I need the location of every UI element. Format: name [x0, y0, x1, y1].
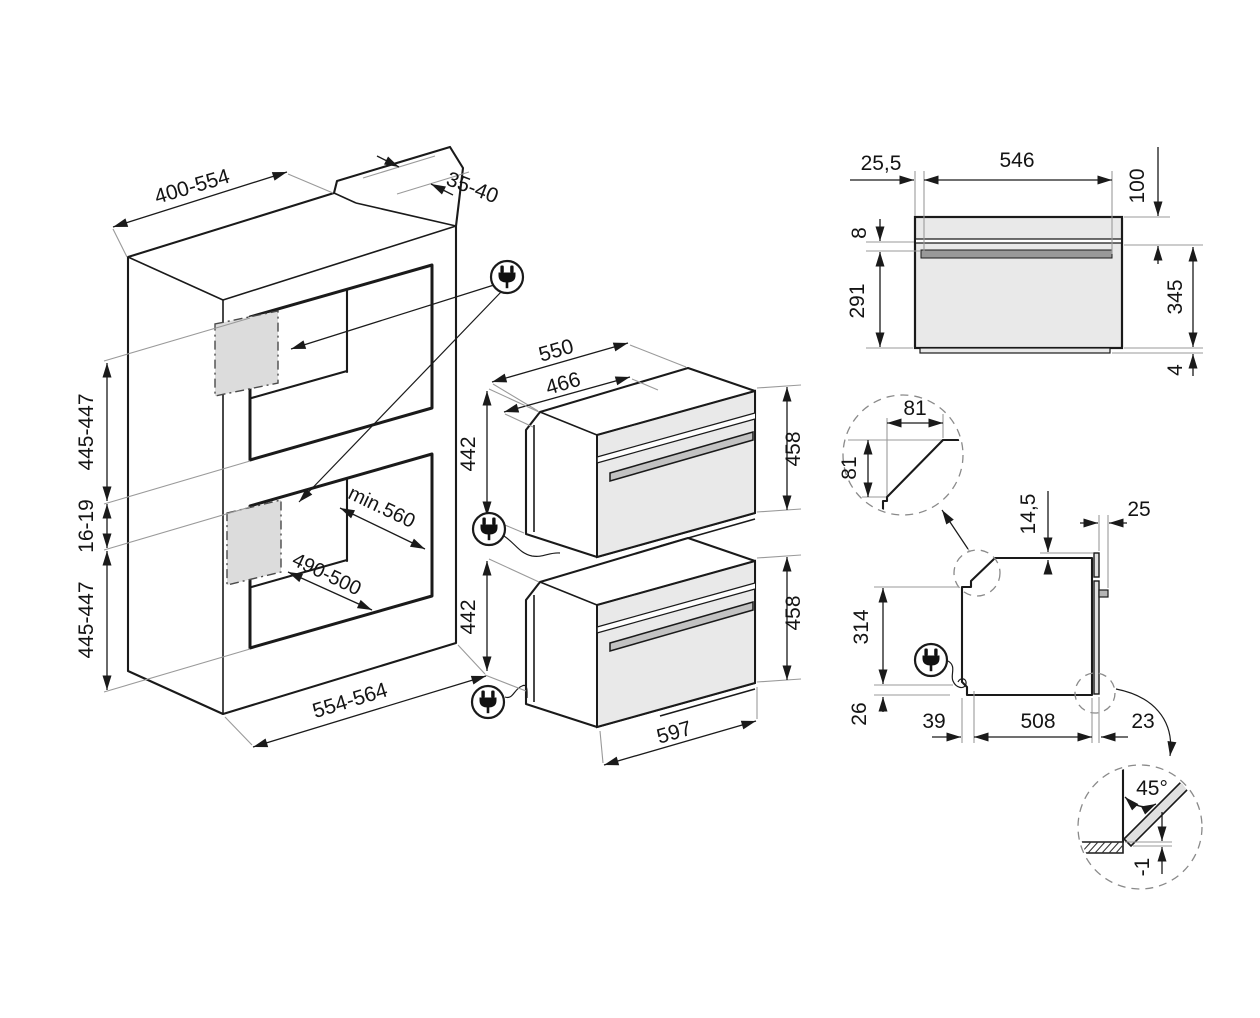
dim-lower-oven-front-height: 458 — [782, 595, 805, 630]
dim-top-view-rear-depth: 291 — [846, 283, 869, 318]
dim-top-view-front-depth: 100 — [1126, 168, 1149, 203]
dim-side-cable-offset: 39 — [922, 710, 945, 733]
door-corner-callout-circle — [1074, 672, 1116, 714]
side-view-handle — [1098, 589, 1109, 598]
door-angle-detail: 45° -1 — [1077, 764, 1203, 890]
dim-cabinet-wall-gap: 35-40 — [443, 168, 501, 209]
dim-upper-oven-front-height: 458 — [782, 431, 805, 466]
dim-lower-oven-rear-height: 442 — [457, 599, 480, 634]
top-view-door-lip — [920, 249, 1113, 259]
cabinet-outline — [126, 145, 465, 716]
upper-junction-box — [214, 310, 279, 397]
top-view-drawing: 25,5 546 100 345 4 8 291 — [846, 147, 1203, 376]
lower-oven-drawing: 442 458 597 — [457, 536, 805, 766]
dim-top-view-side-offset: 25,5 — [861, 152, 902, 175]
side-view-drawing: 14,5 25 314 26 39 508 23 — [848, 491, 1177, 757]
door-detail-leader — [1115, 688, 1177, 757]
dim-lower-oven-front-width: 597 — [654, 717, 694, 749]
dim-top-view-base: 4 — [1164, 364, 1187, 376]
dim-oven-total-depth: 550 — [536, 335, 576, 367]
upper-oven-drawing: 550 466 442 458 — [457, 335, 805, 559]
dim-door-drop: -1 — [1131, 858, 1154, 877]
dim-niche-depth: min.560 — [345, 482, 419, 532]
upper-niche-opening — [248, 263, 434, 462]
side-view-door-top — [1093, 552, 1100, 578]
chamfer-detail: 81 81 — [838, 394, 964, 516]
top-view-body — [913, 215, 1124, 350]
dim-niche-divider: 16-19 — [75, 499, 98, 553]
side-view-door — [1093, 580, 1100, 695]
dim-upper-niche-height: 445-447 — [75, 393, 98, 470]
dim-oven-body-depth: 466 — [543, 368, 583, 400]
lower-junction-box — [226, 499, 282, 586]
plug-icon — [470, 684, 506, 720]
dim-top-view-lip: 8 — [848, 227, 871, 239]
lower-oven-cable — [504, 684, 528, 699]
dim-side-rear-height: 314 — [850, 609, 873, 644]
side-view-body — [960, 556, 1094, 697]
dim-side-front-clearance: 25 — [1127, 498, 1150, 521]
plug-icon — [471, 511, 507, 547]
side-view-cable — [947, 660, 967, 689]
dim-side-top-recess: 14,5 — [1017, 494, 1040, 535]
cabinet-niche-drawing: 400-554 35-40 445-447 16-19 445-447 554-… — [75, 145, 502, 748]
plug-leader-upper — [290, 284, 495, 350]
upper-oven-cable — [503, 535, 561, 558]
dim-door-open-angle: 45° — [1136, 777, 1168, 800]
dim-side-bottom-clearance: 26 — [848, 702, 871, 725]
plug-leader-lower — [298, 291, 502, 503]
chamfer-detail-leader — [941, 509, 969, 550]
dim-upper-oven-rear-height: 442 — [457, 436, 480, 471]
dim-unit-depth: 490-500 — [289, 549, 365, 600]
plug-icon — [913, 642, 949, 678]
dim-side-body-depth: 508 — [1020, 710, 1055, 733]
dim-cabinet-bottom-width: 554-564 — [310, 678, 391, 723]
chamfer-callout-circle — [953, 549, 1001, 597]
upper-oven-handle — [609, 431, 754, 482]
floor-hatch — [1080, 841, 1124, 854]
top-view-base — [919, 347, 1111, 354]
lower-oven-handle — [609, 601, 754, 652]
dim-top-view-front-width: 546 — [999, 149, 1034, 172]
dim-top-view-total-depth: 345 — [1164, 279, 1187, 314]
dim-chamfer-width: 81 — [903, 397, 926, 420]
dim-lower-niche-height: 445-447 — [75, 581, 98, 658]
dim-side-door-thickness: 23 — [1131, 710, 1154, 733]
plug-icon — [489, 259, 525, 295]
dim-chamfer-height: 81 — [838, 456, 861, 479]
lower-niche-opening — [248, 452, 434, 650]
